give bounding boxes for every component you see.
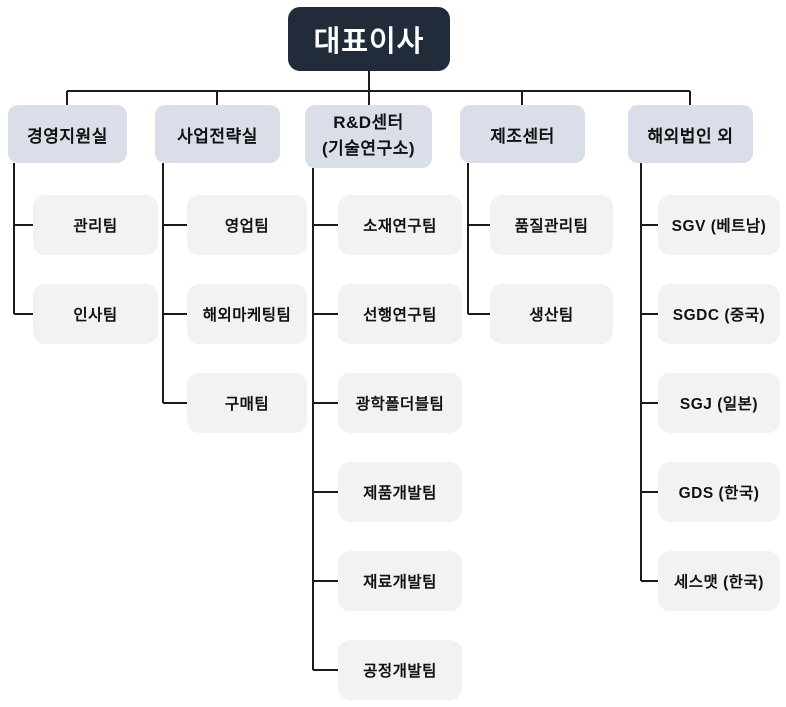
team-node-product-dev: 제품개발팀 [338, 462, 462, 522]
dept-node-business-strategy: 사업전략실 [155, 105, 280, 163]
dept-node-overseas: 해외법인 외 [628, 105, 753, 163]
dept-node-manufacturing: 제조센터 [460, 105, 585, 163]
dept-label-line2: (기술연구소) [321, 139, 416, 158]
team-node-material-dev: 재료개발팀 [338, 551, 462, 611]
team-node-materials-research: 소재연구팀 [338, 195, 462, 255]
team-node-sgj-japan: SGJ (일본) [658, 373, 780, 433]
dept-node-rnd-center: R&D센터 (기술연구소) [305, 105, 432, 168]
team-node-process-dev: 공정개발팀 [338, 640, 462, 700]
team-node-gds-korea: GDS (한국) [658, 462, 780, 522]
team-node-overseas-marketing: 해외마케팅팀 [187, 284, 307, 344]
team-node-production: 생산팀 [490, 284, 613, 344]
team-node-hr: 인사팀 [33, 284, 158, 344]
team-node-optical-foldable: 광학폴더블팀 [338, 373, 462, 433]
team-node-management: 관리팀 [33, 195, 158, 255]
team-node-sales: 영업팀 [187, 195, 307, 255]
ceo-node: 대표이사 [288, 7, 450, 71]
team-node-sgv-vietnam: SGV (베트남) [658, 195, 780, 255]
team-node-purchasing: 구매팀 [187, 373, 307, 433]
team-node-advanced-research: 선행연구팀 [338, 284, 462, 344]
team-node-sesmat-korea: 세스맷 (한국) [658, 551, 780, 611]
team-node-quality-control: 품질관리팀 [490, 195, 613, 255]
team-node-sgdc-china: SGDC (중국) [658, 284, 780, 344]
dept-label-line1: R&D센터 [333, 113, 404, 133]
dept-node-management-support: 경영지원실 [8, 105, 127, 163]
